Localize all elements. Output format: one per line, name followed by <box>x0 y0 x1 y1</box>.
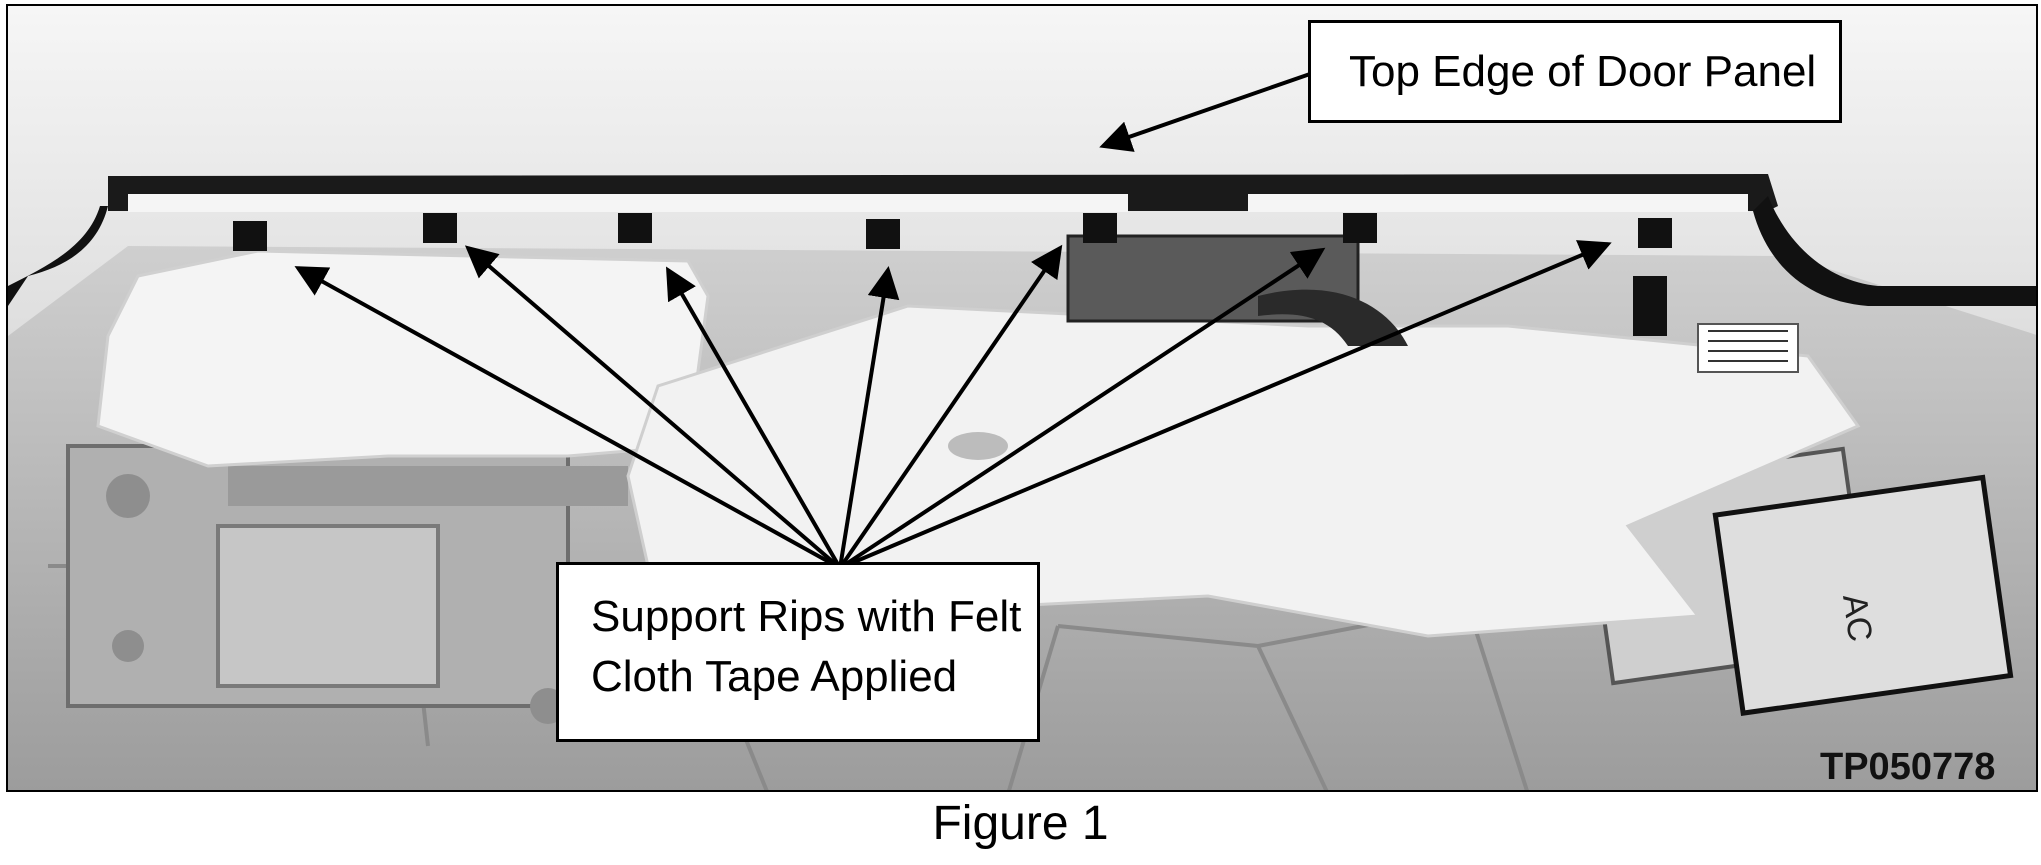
arrow-rib-4 <box>838 266 900 569</box>
arrow-rib-5 <box>838 244 1063 570</box>
arrow-rib-7 <box>839 240 1612 570</box>
figure-caption: Figure 1 <box>932 797 1109 850</box>
arrow-rib-1 <box>294 266 841 570</box>
left-mechanism <box>66 444 628 724</box>
arrow-rib-6 <box>838 247 1326 570</box>
callout-support-line-2: Cloth Tape Applied <box>591 652 958 701</box>
callout-top-edge-text: Top Edge of Door Panel <box>1349 47 1817 96</box>
arrow-rib-2 <box>464 245 842 570</box>
support-rib-clips <box>233 213 1672 336</box>
photo-id-label: TP050778 <box>1820 746 1996 788</box>
callout-arrows <box>294 72 1612 570</box>
arrow-top-edge <box>1099 72 1311 152</box>
felt-tape-left <box>96 249 710 468</box>
callout-support-line-1: Support Rips with Felt <box>591 592 1022 641</box>
ac-label: AC <box>1835 592 1879 644</box>
callout-support-ribs: Support Rips with Felt Cloth Tape Applie… <box>556 562 1040 742</box>
arrow-rib-3 <box>666 266 842 569</box>
callout-top-edge: Top Edge of Door Panel <box>1308 20 1842 123</box>
